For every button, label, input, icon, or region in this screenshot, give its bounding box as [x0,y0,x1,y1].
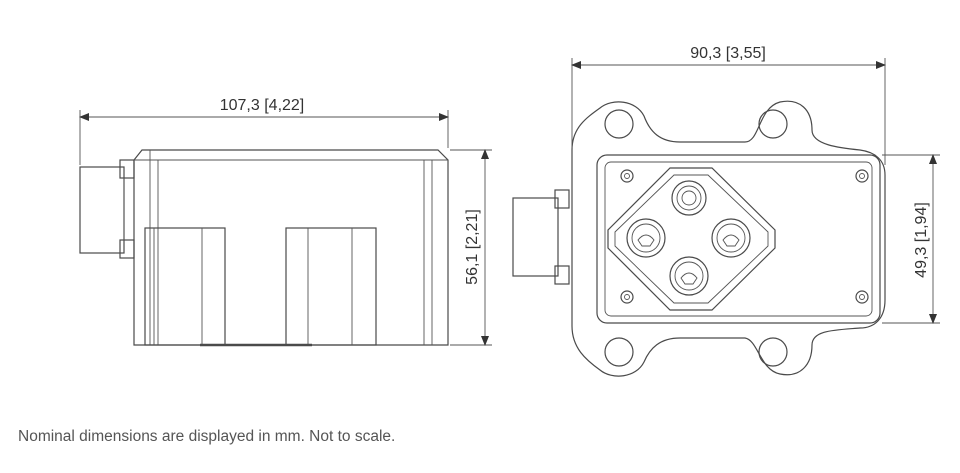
port-left [626,218,666,258]
front-connector-nut-top [554,189,570,209]
front-view: 90,3 [3,55] 49,3 [1,94] [512,45,940,377]
port-top [671,180,707,216]
front-height-dimension: 49,3 [1,94] [882,154,940,324]
side-height-label: 56,1 [2,21] [464,209,481,285]
corner-screws [620,169,869,304]
side-connector-nut-bottom [119,239,135,259]
ear-hole-bottom-left [604,337,634,367]
side-view: 107,3 [4,22] 56,1 [2,21] [79,97,492,347]
footnote-caption: Nominal dimensions are displayed in mm. … [18,428,396,445]
connector-diamond [607,167,776,311]
side-mount-right [285,227,377,346]
side-body-outline [133,149,449,346]
front-width-dimension: 90,3 [3,55] [571,45,886,165]
port-right [711,218,751,258]
front-connector [512,197,559,277]
port-bottom [669,256,709,296]
side-width-dimension: 107,3 [4,22] [79,97,449,165]
front-flange-outline [571,100,886,377]
ear-hole-bottom-right [758,337,788,367]
side-height-dimension: 56,1 [2,21] [450,149,492,346]
ear-hole-top-right [758,109,788,139]
side-mount-left [144,227,226,346]
front-inner-plate [596,154,881,324]
side-connector [79,166,125,254]
front-width-label: 90,3 [3,55] [690,45,766,62]
ear-hole-top-left [604,109,634,139]
side-connector-nut-top [119,159,135,179]
front-connector-nut-bottom [554,265,570,285]
side-width-label: 107,3 [4,22] [220,97,305,114]
front-height-label: 49,3 [1,94] [913,202,930,278]
